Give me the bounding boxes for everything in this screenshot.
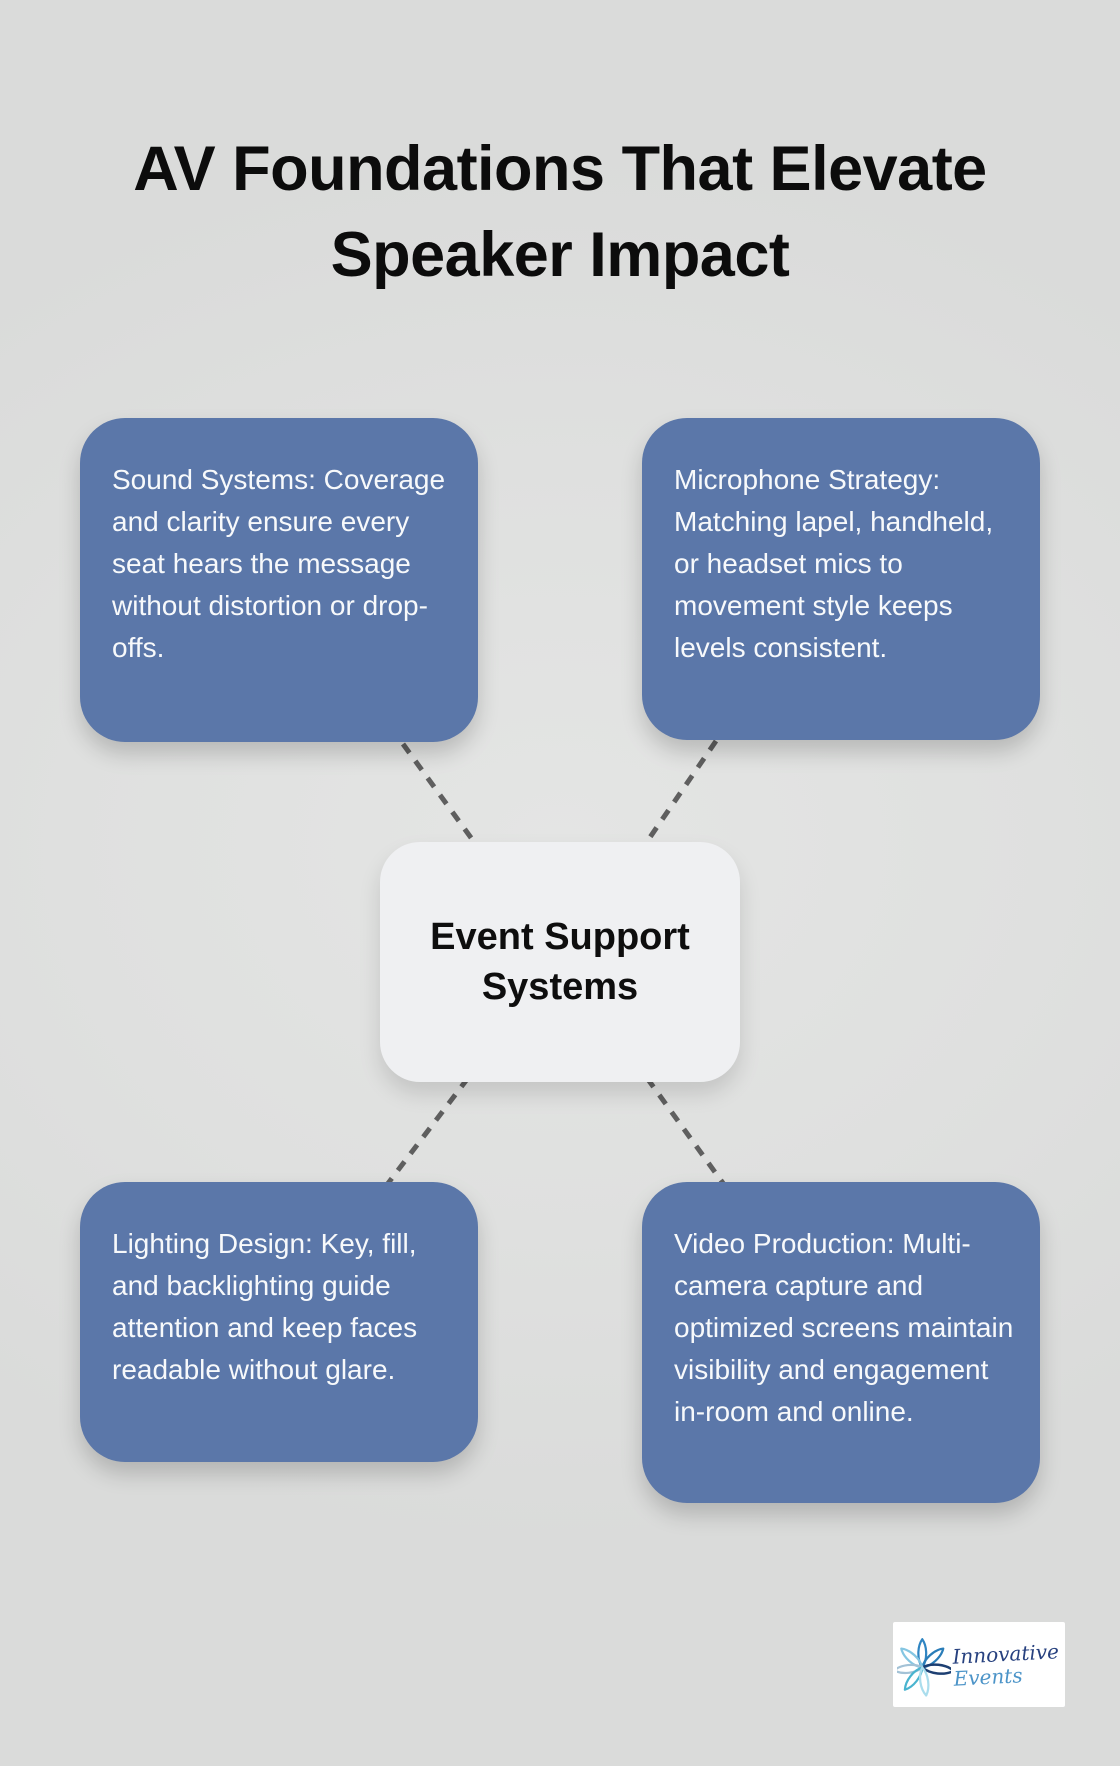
connector-top-left — [400, 742, 480, 848]
node-video-production-text: Video Production: Multi-camera capture a… — [674, 1228, 1014, 1427]
page-title: AV Foundations That Elevate Speaker Impa… — [133, 134, 987, 291]
innovative-events-logo: Innovative Events — [893, 1622, 1065, 1707]
node-video-production: Video Production: Multi-camera capture a… — [642, 1182, 1040, 1503]
node-lighting-design-text: Lighting Design: Key, fill, and backligh… — [112, 1228, 418, 1385]
node-sound-systems: Sound Systems: Coverage and clarity ensu… — [80, 418, 478, 742]
connector-top-right — [641, 739, 719, 848]
node-microphone-strategy-text: Microphone Strategy: Matching lapel, han… — [674, 464, 994, 663]
node-microphone-strategy: Microphone Strategy: Matching lapel, han… — [642, 418, 1040, 740]
node-lighting-design: Lighting Design: Key, fill, and backligh… — [80, 1182, 478, 1462]
node-event-support-systems: Event Support Systems — [380, 842, 740, 1082]
logo-word-events: Events — [952, 1662, 1023, 1691]
connector-bottom-left — [384, 1076, 470, 1188]
center-node-label: Event Support Systems — [430, 916, 690, 1008]
lotus-flower-icon — [897, 1638, 951, 1697]
logo-wordmark: Innovative Events — [951, 1639, 1060, 1691]
node-sound-systems-text: Sound Systems: Coverage and clarity ensu… — [112, 464, 446, 663]
connector-bottom-right — [644, 1076, 728, 1188]
